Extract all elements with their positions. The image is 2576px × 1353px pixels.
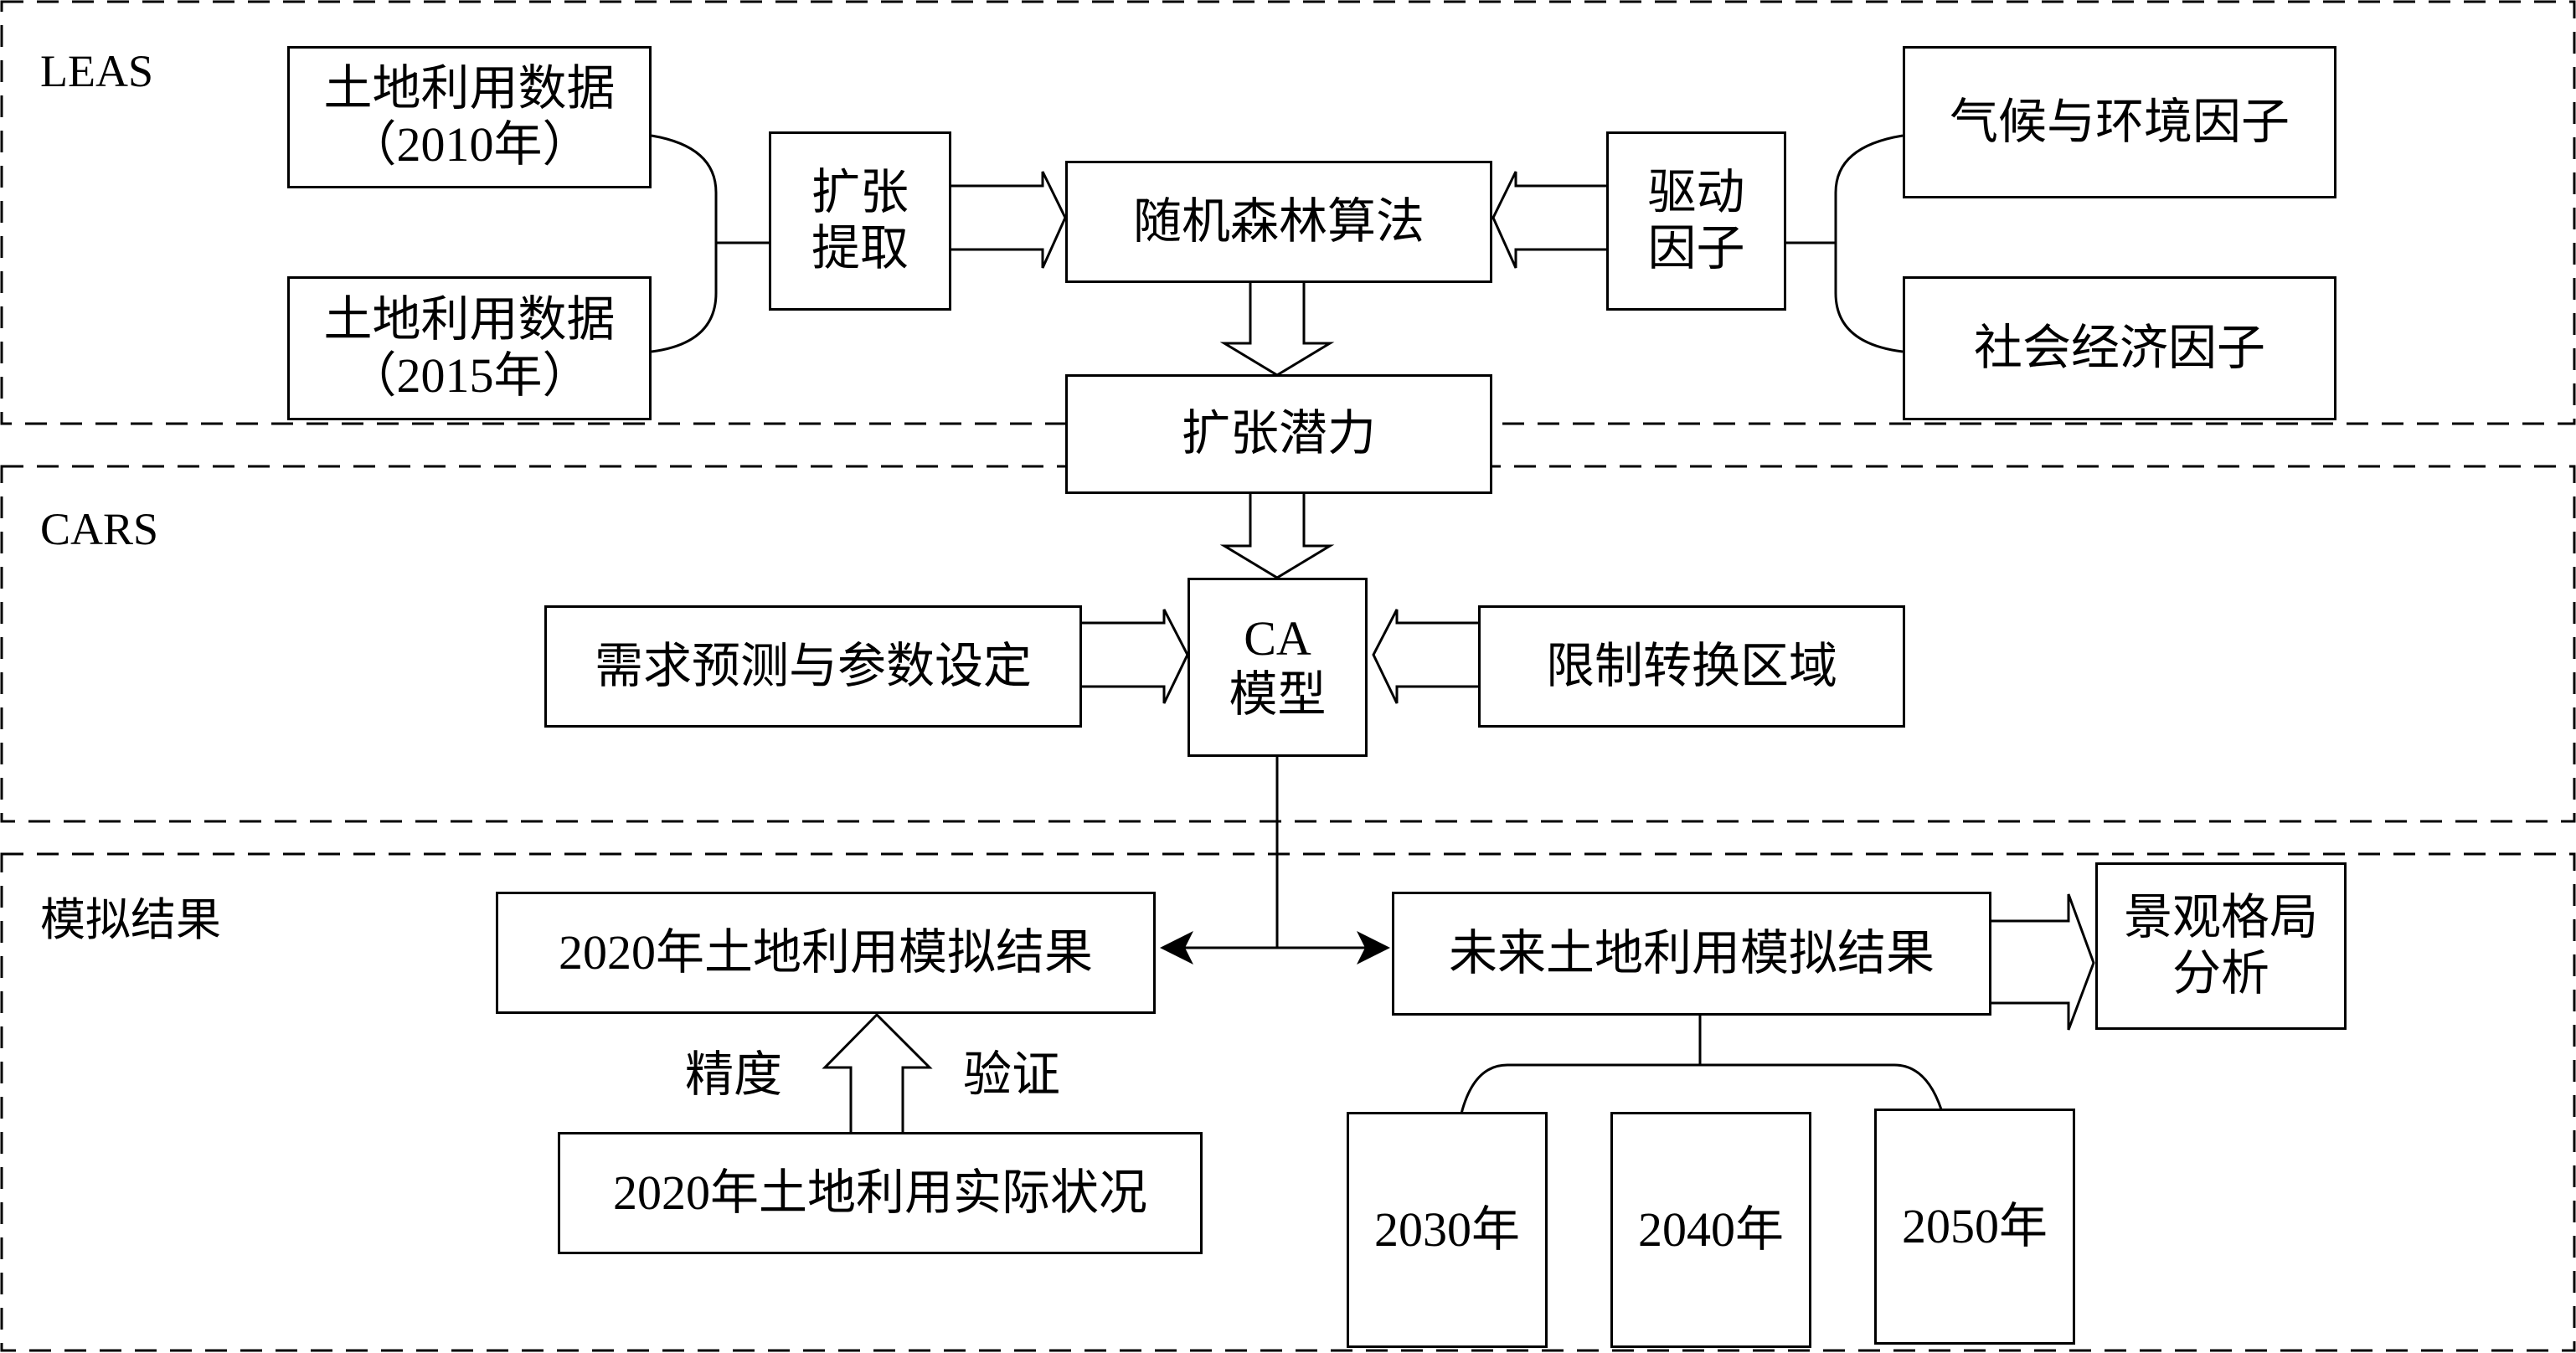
box-year-2040: 2040年	[1610, 1112, 1811, 1348]
box-driving-factors: 驱动 因子	[1606, 131, 1786, 311]
region-label-leas: LEAS	[40, 46, 153, 96]
arrow-rf-to-potential	[1219, 283, 1335, 377]
box-land-2015: 土地利用数据 （2015年）	[287, 276, 652, 420]
box-actual-2020: 2020年土地利用实际状况	[558, 1132, 1203, 1254]
region-label-results: 模拟结果	[40, 895, 221, 945]
arrow-demand-to-ca	[1082, 609, 1189, 704]
arrowhead-left	[1160, 931, 1193, 965]
box-future-sim: 未来土地利用模拟结果	[1392, 892, 1991, 1016]
box-demand-forecast: 需求预测与参数设定	[544, 605, 1082, 728]
arrow-potential-to-ca	[1219, 494, 1335, 579]
box-random-forest: 随机森林算法	[1065, 161, 1492, 283]
brace-left	[651, 134, 718, 353]
arrow-actual-to-sim	[822, 1012, 933, 1132]
box-land-2010: 土地利用数据 （2010年）	[287, 46, 652, 188]
box-climate-env: 气候与环境因子	[1903, 46, 2336, 198]
label-accuracy: 精度	[685, 1047, 783, 1102]
arrow-future-to-landscape	[1991, 893, 2095, 1031]
arrowhead-right	[1357, 931, 1390, 965]
label-validation: 验证	[963, 1047, 1061, 1102]
arrow-extract-to-rf	[951, 171, 1067, 269]
box-expansion-extract: 扩张 提取	[769, 131, 951, 311]
region-leas-border	[0, 0, 2576, 425]
box-year-2030: 2030年	[1347, 1112, 1548, 1348]
box-year-2050: 2050年	[1874, 1109, 2075, 1345]
region-label-cars: CARS	[40, 504, 159, 554]
brace-right	[1834, 134, 1904, 353]
box-socio-econ: 社会经济因子	[1903, 276, 2336, 420]
years-brace	[1460, 1063, 1943, 1114]
arrow-drivers-to-rf	[1492, 171, 1606, 269]
arrow-restrict-to-ca	[1372, 609, 1478, 704]
box-landscape-analysis: 景观格局 分析	[2095, 862, 2347, 1030]
box-sim-2020: 2020年土地利用模拟结果	[496, 892, 1156, 1014]
box-ca-model: CA 模型	[1188, 578, 1368, 757]
box-expansion-potential: 扩张潜力	[1065, 374, 1492, 494]
box-restricted-zone: 限制转换区域	[1478, 605, 1905, 728]
region-results-border	[0, 852, 2576, 1352]
